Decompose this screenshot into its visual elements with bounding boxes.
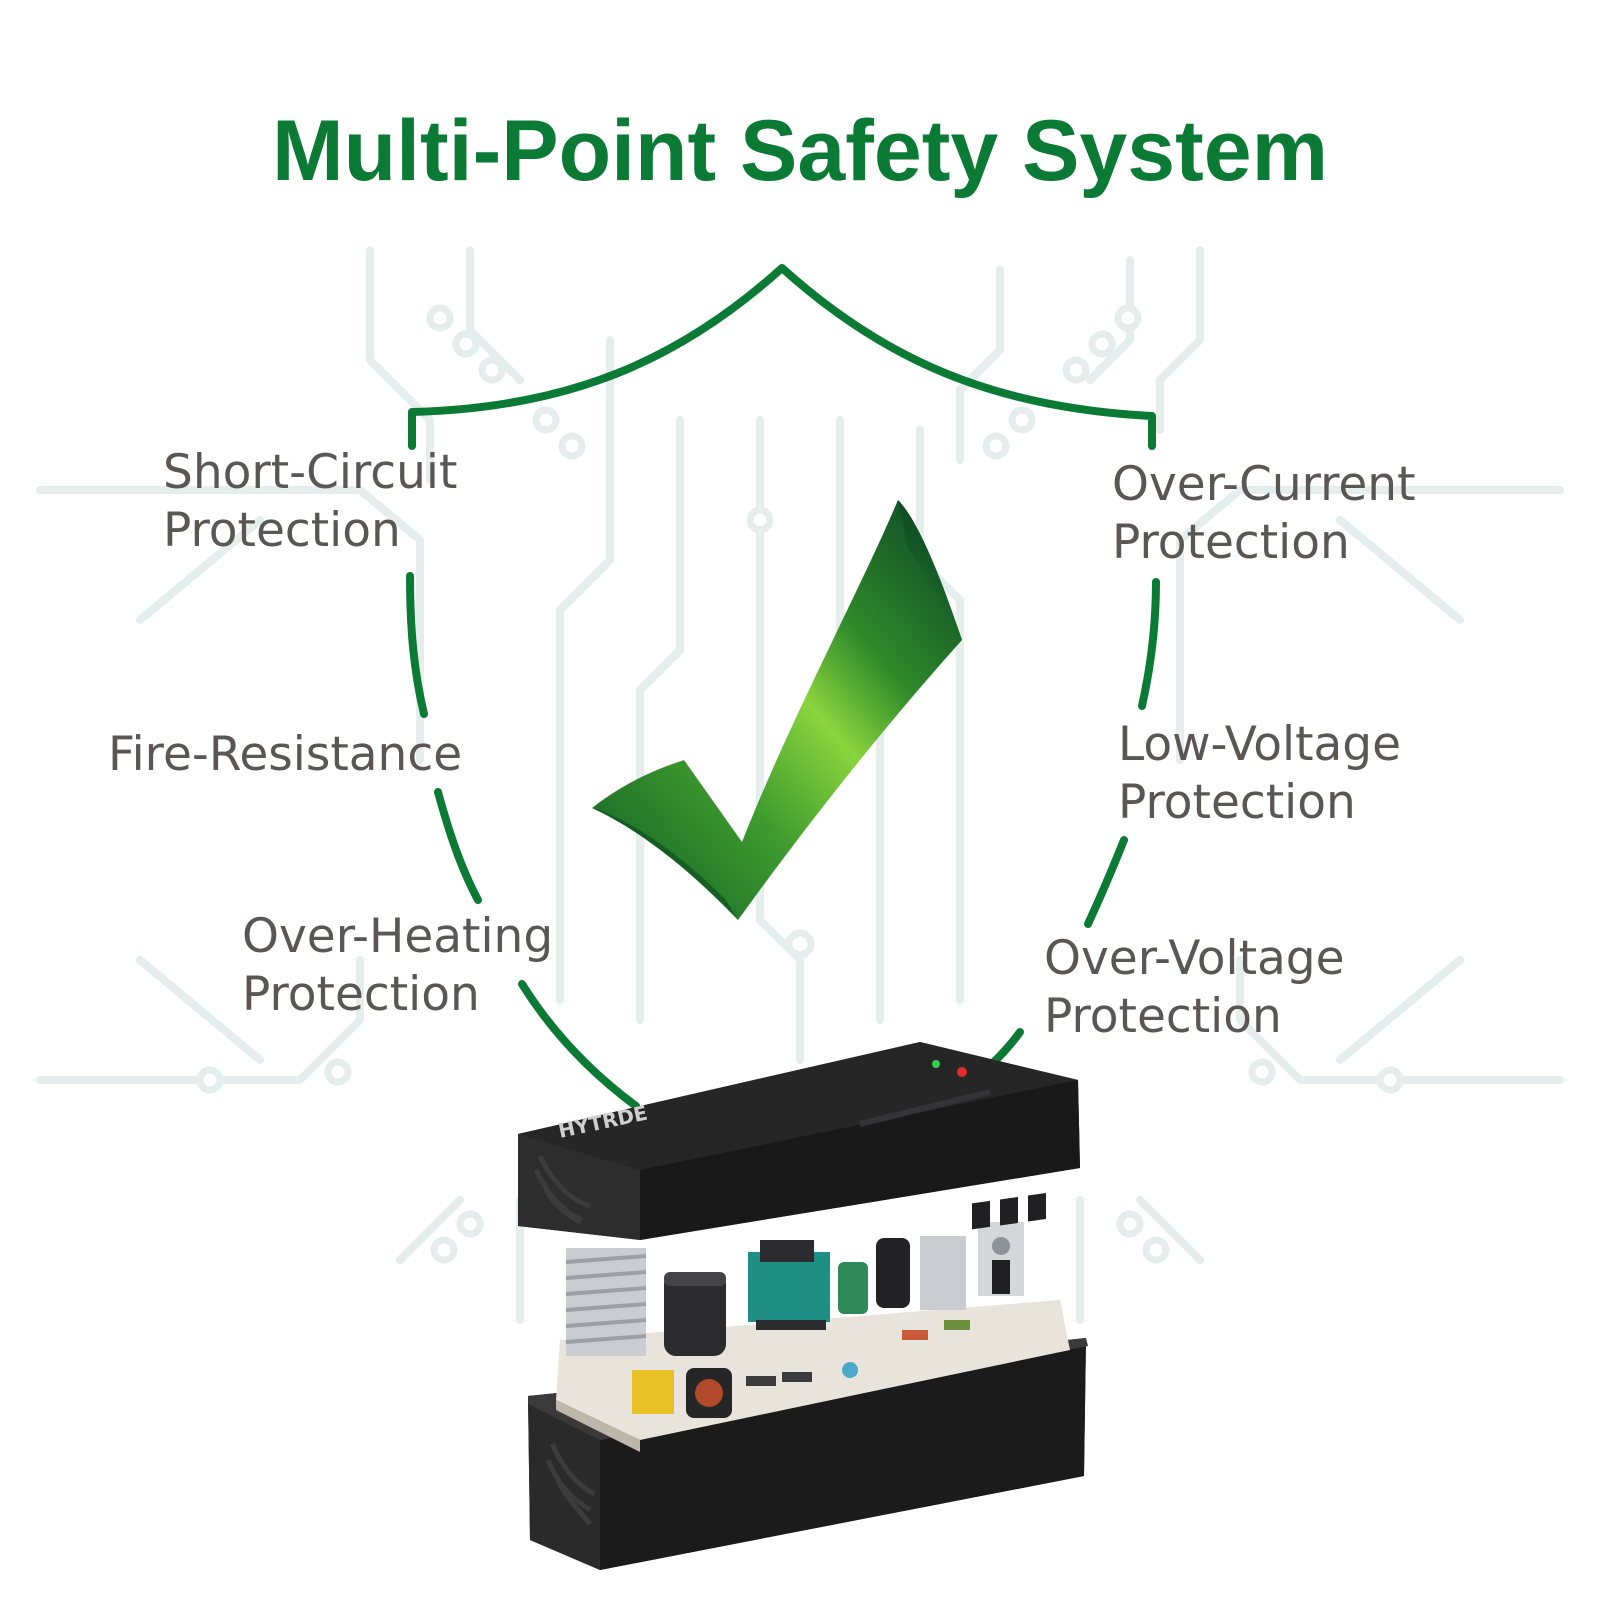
label-low-voltage-line2: Protection [1118,775,1356,830]
label-fire-resistance: Fire-Resistance [108,726,462,784]
label-low-voltage-line1: Low-Voltage [1118,717,1402,772]
label-short-circuit-line2: Protection [163,503,401,558]
label-over-heating-line2: Protection [242,967,480,1022]
label-fire-resistance-line1: Fire-Resistance [108,727,463,782]
label-over-current: Over-Current Protection [1112,456,1416,572]
label-over-voltage: Over-Voltage Protection [1044,930,1345,1046]
label-over-current-line1: Over-Current [1112,457,1416,512]
label-short-circuit-line1: Short-Circuit [163,445,458,500]
label-over-voltage-line2: Protection [1044,989,1282,1044]
label-short-circuit: Short-Circuit Protection [163,444,457,560]
label-over-voltage-line1: Over-Voltage [1044,931,1345,986]
device-top-lid: HYTRDE [518,1042,1080,1240]
label-over-current-line2: Protection [1112,515,1350,570]
page-title: Multi-Point Safety System [271,103,1329,199]
device-pcb [556,1192,1070,1452]
label-low-voltage: Low-Voltage Protection [1118,716,1401,832]
label-over-heating: Over-Heating Protection [242,908,553,1024]
label-over-heating-line1: Over-Heating [242,909,554,964]
